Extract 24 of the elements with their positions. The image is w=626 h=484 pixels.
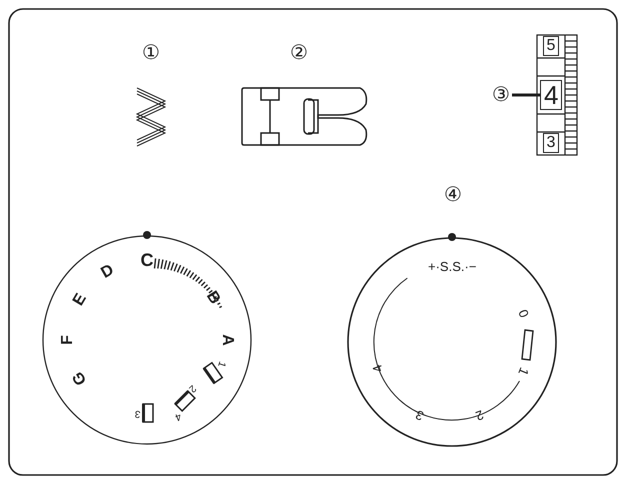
dial-letter: E (70, 291, 90, 309)
callout-number: ② (290, 43, 308, 63)
dial-number-window: 4 (540, 80, 562, 110)
dial-letter: D (98, 262, 117, 282)
dial-number: 4 (370, 362, 384, 374)
dial-marking: +·S.S.·− (428, 260, 476, 272)
callout-number: ① (142, 43, 160, 63)
dial-letter: G (70, 368, 90, 388)
dial-number: 3 (413, 408, 426, 422)
dial-number: 3 (542, 133, 560, 153)
dial-number: 2 (473, 408, 485, 422)
dial-number: 3 (134, 408, 142, 418)
callout-number: ④ (444, 185, 462, 205)
dial-number: 1 (215, 360, 226, 368)
dial-number: 0 (516, 307, 530, 319)
dial-number: 1 (516, 365, 530, 377)
dial-number: 4 (173, 410, 182, 422)
callout-number: ③ (492, 85, 510, 105)
dial-letter: C (140, 251, 154, 269)
dial-number: 2 (186, 382, 198, 394)
dial-letter: A (218, 334, 235, 346)
leader-line (512, 94, 540, 96)
dial-letter: F (60, 335, 76, 345)
dial-number: 5 (542, 36, 560, 56)
